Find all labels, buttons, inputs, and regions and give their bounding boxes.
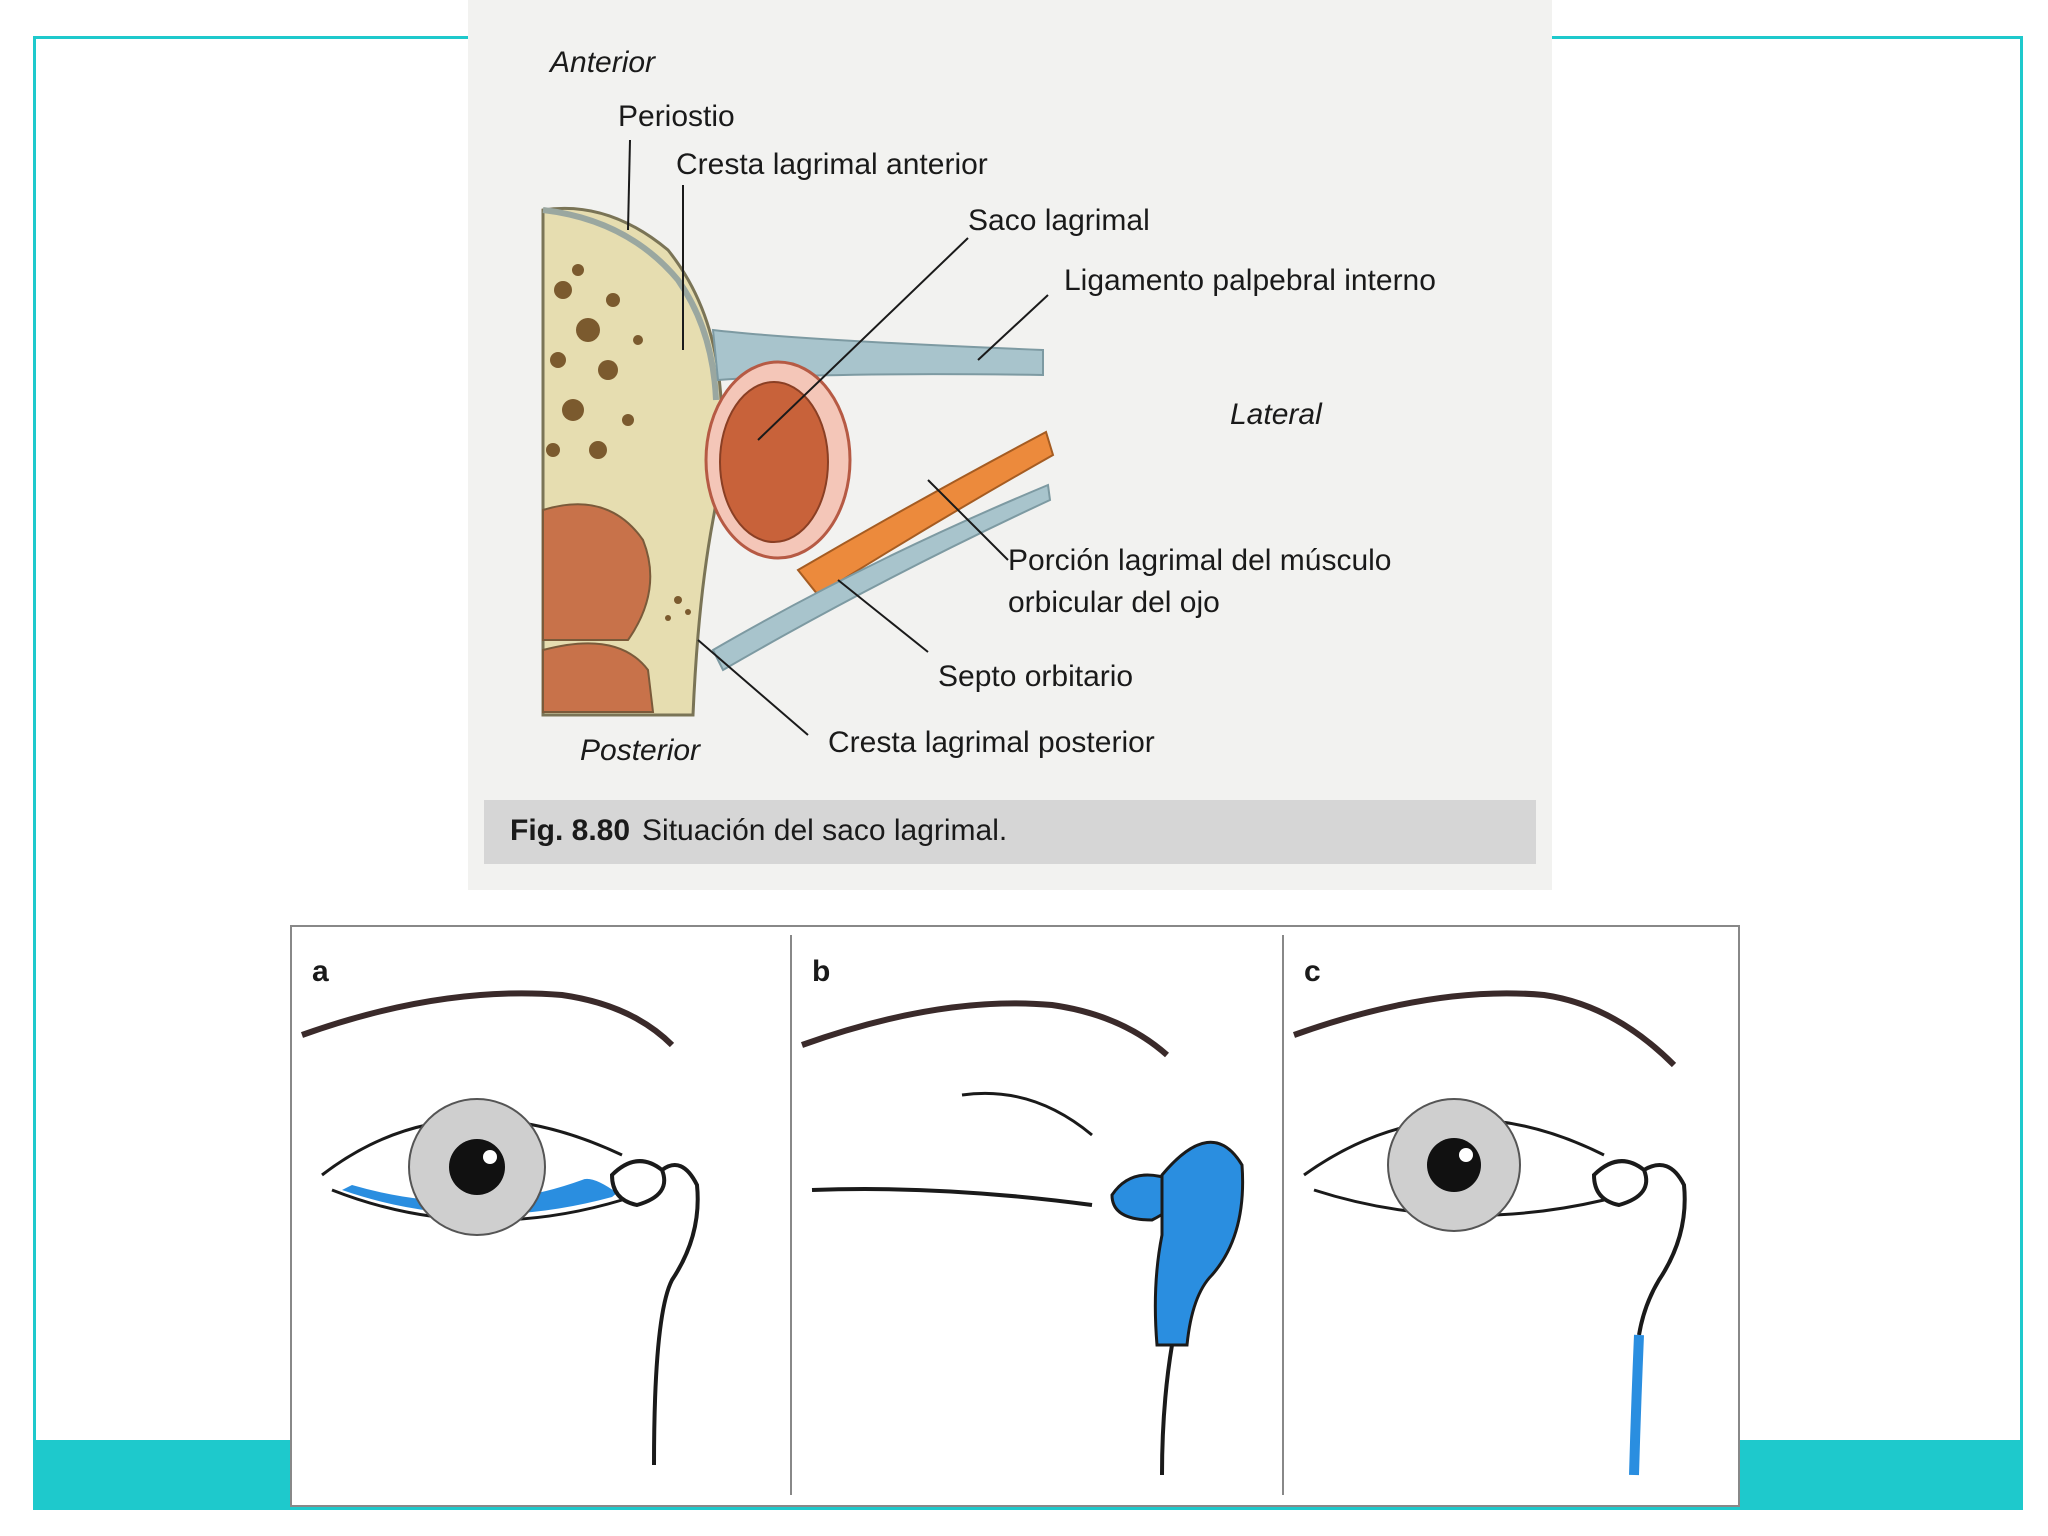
cancellous-bone: [546, 264, 643, 459]
lacrimal-sac-illustration: [541, 139, 1055, 736]
panel-a-letter: a: [312, 955, 329, 988]
panel-a-eye: [300, 990, 700, 1466]
label-periostio: Periostio: [618, 100, 735, 133]
bone-lobe-upper: [542, 503, 652, 641]
eyebrow: [1292, 990, 1677, 1068]
label-ligamento: Ligamento palpebral interno: [1064, 264, 1436, 297]
caption-text: Situación del saco lagrimal.: [642, 814, 1008, 847]
periosteum-line: [542, 207, 719, 401]
panel-b-letter: b: [812, 955, 831, 988]
canaliculi: [1591, 1159, 1649, 1208]
caption-figure-number: Fig. 8.80: [510, 814, 631, 847]
leader-lines: [627, 139, 1049, 736]
label-septo: Septo orbitario: [938, 660, 1134, 693]
panel-b-eye: [800, 1000, 1245, 1476]
panel-c-eye: [1292, 990, 1687, 1476]
pupil: [449, 1139, 505, 1195]
tear-drainage-figure: a b c: [290, 925, 1740, 1507]
label-porcion-2: orbicular del ojo: [1008, 586, 1220, 619]
label-saco-lagrimal: Saco lagrimal: [968, 204, 1150, 237]
eyebrow: [800, 1000, 1169, 1058]
nasolacrimal-duct: [652, 1163, 700, 1466]
orbital-septum: [711, 483, 1052, 672]
figure-caption-bar: Fig. 8.80 Situación del saco lagrimal.: [484, 800, 1536, 864]
nasolacrimal-duct-fluid: [1629, 1334, 1644, 1476]
panel-c-letter: c: [1304, 955, 1321, 988]
figure-caption: Fig. 8.80 Situación del saco lagrimal.: [510, 814, 1007, 848]
label-cresta-anterior: Cresta lagrimal anterior: [676, 148, 988, 181]
closed-eyelid: [811, 1187, 1093, 1207]
lacrimal-sac-figure: Anterior Periostio Cresta lagrimal anter…: [468, 0, 1552, 890]
label-lateral: Lateral: [1230, 398, 1322, 431]
eyelid-crease: [961, 1091, 1093, 1137]
lacrimal-sac: [719, 381, 829, 543]
panel-a: a: [292, 935, 792, 1495]
label-porcion-1: Porción lagrimal del músculo: [1008, 544, 1392, 577]
lacrimal-sac-filled: [1153, 1140, 1245, 1347]
orbicularis-muscle: [796, 430, 1055, 597]
bone-dots-lower: [665, 596, 691, 621]
panel-b: b: [792, 935, 1284, 1495]
pupil-highlight: [1459, 1148, 1473, 1162]
label-anterior: Anterior: [550, 46, 656, 79]
panel-c: c: [1284, 935, 1738, 1495]
pupil: [1427, 1138, 1481, 1192]
label-cresta-posterior: Cresta lagrimal posterior: [828, 726, 1155, 759]
label-posterior: Posterior: [580, 734, 701, 767]
eyebrow: [300, 990, 675, 1048]
pupil-highlight: [483, 1150, 497, 1164]
nasolacrimal-duct-upper: [1637, 1163, 1687, 1336]
bone-lobe-lower: [542, 642, 655, 713]
nasolacrimal-duct: [1160, 1344, 1174, 1476]
tear-film: [342, 1178, 617, 1215]
canaliculi: [609, 1159, 667, 1208]
